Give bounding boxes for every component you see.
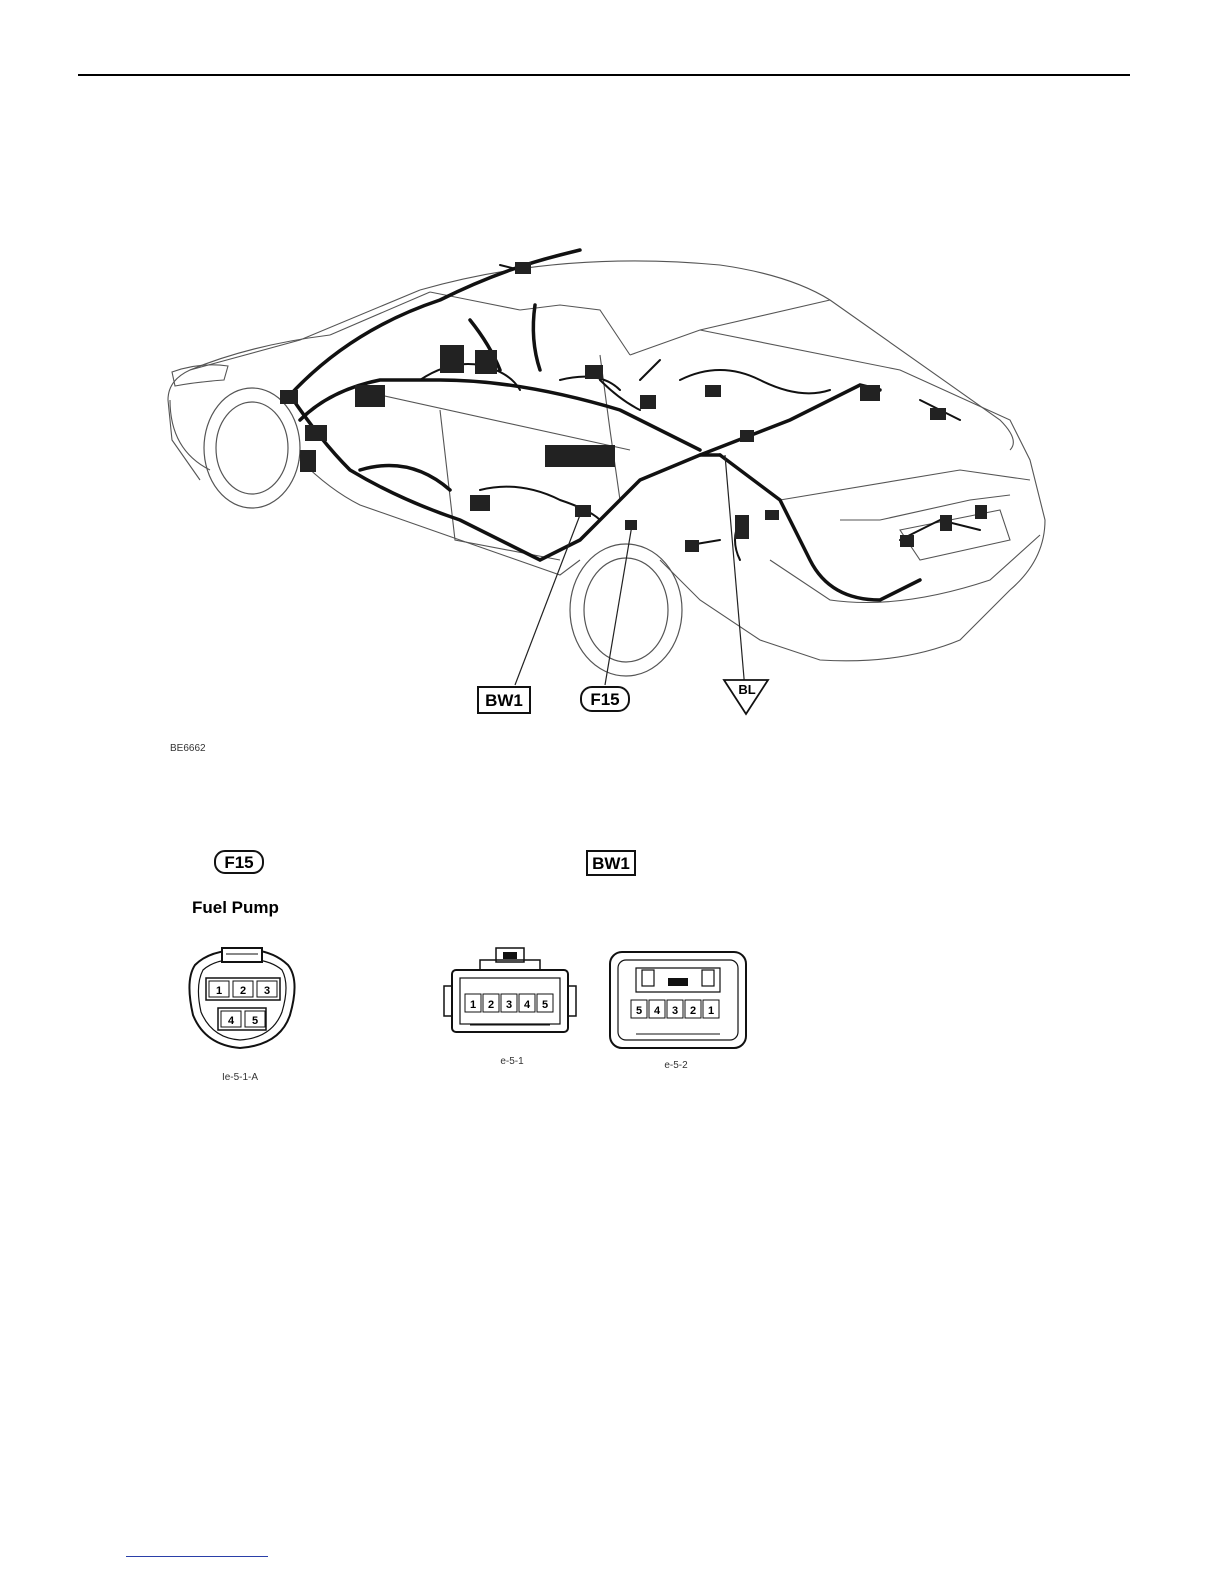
figure-code: BE6662 [170, 743, 206, 754]
connector-views: F15 Fuel Pump BW1 1 2 3 4 5 Ie-5-1-A [0, 820, 1224, 1100]
callout-f15: F15 [581, 687, 629, 711]
pin-label: 2 [690, 1005, 696, 1017]
pin-label: 4 [228, 1015, 235, 1027]
pin-label: 1 [470, 999, 476, 1011]
pin-label: 5 [252, 1015, 258, 1027]
callout-bw1-label: BW1 [485, 691, 523, 710]
callout-f15-label: F15 [590, 690, 619, 709]
pin-label: 3 [506, 999, 512, 1011]
connector-f15-pins: 1 2 3 4 5 [209, 981, 277, 1027]
pin-label: 5 [636, 1005, 642, 1017]
connector-bw1-e-5-1-code: e-5-1 [500, 1056, 524, 1067]
pin-label: 3 [672, 1005, 678, 1017]
connector-bw1-e-5-1-face [444, 948, 576, 1032]
pin-label: 2 [488, 999, 494, 1011]
pin-label: 3 [264, 985, 270, 997]
connector-f15-label: F15 [224, 853, 253, 872]
pin-label: 5 [542, 999, 548, 1011]
front-wheel [204, 388, 300, 508]
pin-label: 1 [216, 985, 222, 997]
pin-label: 1 [708, 1005, 714, 1017]
connector-bw1-e-5-1-pins: 1 2 3 4 5 [465, 994, 553, 1012]
connector-bw1-e-5-2-pins: 5 4 3 2 1 [631, 1000, 719, 1018]
callout-bw1: BW1 [478, 687, 530, 713]
connector-bw1-label: BW1 [592, 854, 630, 873]
pin-label: 2 [240, 985, 246, 997]
pin-label: 4 [654, 1005, 661, 1017]
wiring-harness [290, 250, 920, 600]
callout-bl: BL [724, 680, 768, 714]
connector-f15-code: Ie-5-1-A [222, 1072, 258, 1083]
car-wiring-harness-illustration: BW1 F15 BL BE6662 [0, 0, 1224, 800]
connector-f15-header: F15 Fuel Pump [192, 851, 279, 917]
connector-f15-face [189, 948, 294, 1048]
connector-bw1-header: BW1 [587, 851, 635, 875]
pin-label: 4 [524, 999, 531, 1011]
wiring-branches [420, 265, 980, 560]
callout-bl-label: BL [738, 682, 755, 697]
footer-link-underline[interactable] [126, 1556, 268, 1557]
connector-f15-title: Fuel Pump [192, 898, 279, 917]
connector-bw1-e-5-2-code: e-5-2 [664, 1060, 688, 1071]
